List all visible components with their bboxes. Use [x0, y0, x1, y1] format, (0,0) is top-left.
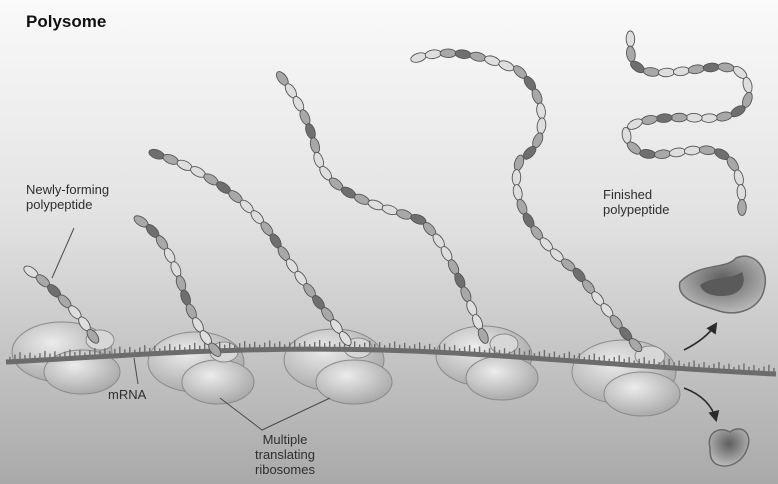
amino-acid-bead: [671, 113, 687, 122]
label-multiple-translating-ribosomes: Multiple translating ribosomes: [255, 432, 315, 477]
amino-acid-bead: [626, 31, 635, 47]
label-mrna: mRNA: [108, 387, 146, 402]
label-finished-polypeptide: Finished polypeptide: [603, 187, 670, 217]
amino-acid-bead: [738, 199, 747, 215]
figure-title: Polysome: [26, 12, 106, 32]
amino-acid-bead: [440, 49, 456, 58]
amino-acid-bead: [658, 68, 674, 77]
amino-acid-bead: [512, 169, 521, 185]
amino-acid-bead: [701, 114, 717, 123]
amino-acid-bead: [686, 113, 702, 122]
label-newly-forming-polypeptide: Newly-forming polypeptide: [26, 182, 109, 212]
